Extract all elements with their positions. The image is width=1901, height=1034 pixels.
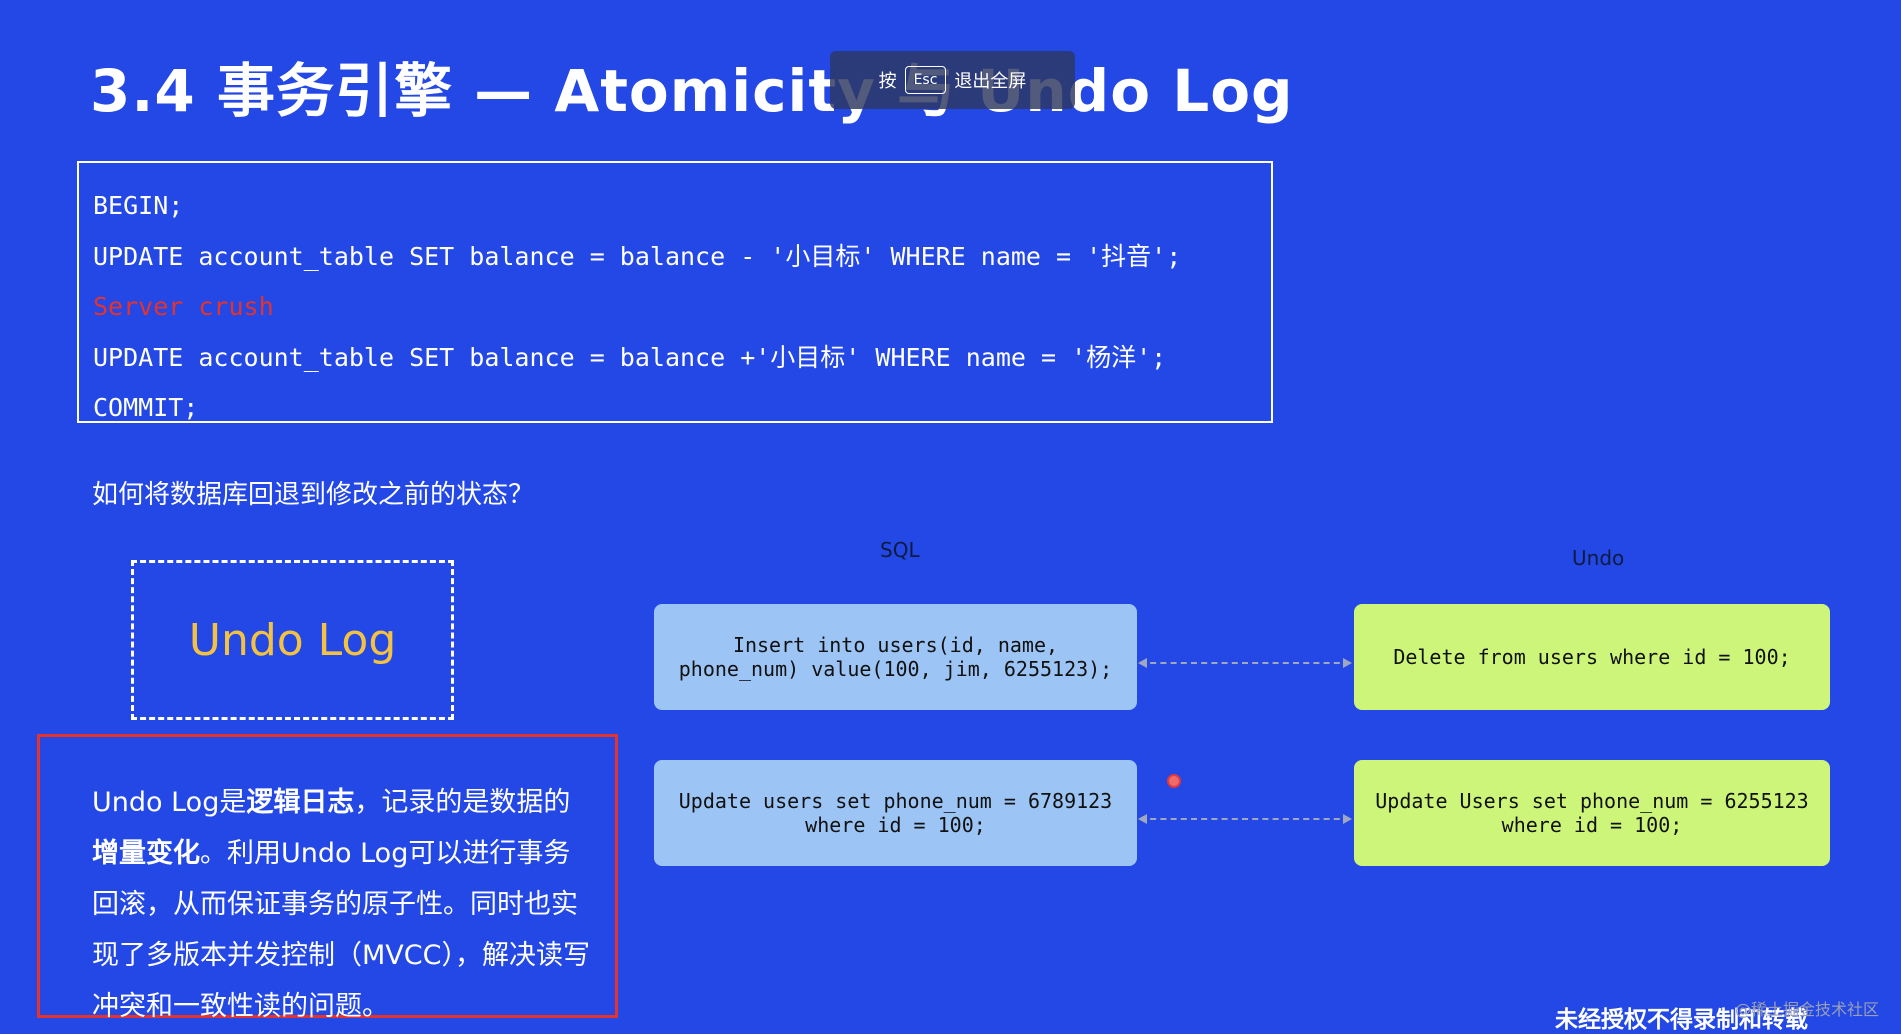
undo-log-description: Undo Log是逻辑日志，记录的是数据的增量变化。利用Undo Log可以进行… — [37, 734, 618, 1022]
sql-column-label: SQL — [880, 538, 920, 562]
code-line-update-debit: UPDATE account_table SET balance = balan… — [93, 241, 1182, 271]
rollback-question: 如何将数据库回退到修改之前的状态？ — [92, 480, 535, 510]
sql-code-block: BEGIN; UPDATE account_table SET balance … — [77, 161, 1273, 423]
sql-update-box: Update users set phone_num = 6789123 whe… — [654, 760, 1137, 866]
code-line-commit: COMMIT; — [93, 393, 199, 422]
esc-key-badge: Esc — [904, 66, 947, 94]
undo-update-box: Update Users set phone_num = 6255123 whe… — [1354, 760, 1830, 866]
exit-fullscreen-hint-after: 退出全屏 — [954, 71, 1027, 92]
description-text-2: ，记录的是数据的 — [354, 787, 571, 818]
code-line-begin: BEGIN; — [93, 191, 184, 220]
description-bold-1: 逻辑日志 — [246, 787, 355, 818]
slide-title-prefix: 3.4 事务引擎 — Atomicity 与 — [90, 57, 957, 125]
undo-log-heading-box: Undo Log — [131, 560, 454, 720]
description-bold-2: 增量变化 — [92, 838, 200, 869]
exit-fullscreen-hint-before: 按 — [878, 71, 897, 92]
bidirectional-arrow-2 — [1138, 814, 1352, 824]
sql-insert-box: Insert into users(id, name, phone_num) v… — [654, 604, 1137, 710]
laser-pointer-dot — [1167, 774, 1181, 788]
description-text-1: Undo Log是 — [92, 787, 247, 818]
slide-title: 3.4 事务引擎 — Atomicity 与 Undo Log — [90, 44, 1294, 128]
undo-log-heading: Undo Log — [188, 614, 397, 666]
code-line-update-credit: UPDATE account_table SET balance = balan… — [93, 342, 1167, 372]
exit-fullscreen-hint[interactable]: 按 Esc 退出全屏 — [830, 51, 1075, 109]
platform-watermark: @稀土掘金技术社区 — [1735, 1000, 1880, 1019]
bidirectional-arrow-1 — [1138, 658, 1352, 668]
description-text-3: 。利用Undo Log可以进行事务回滚，从而保证事务的原子性。同时也实现了多版本… — [92, 838, 590, 1022]
undo-column-label: Undo — [1572, 546, 1625, 570]
code-line-server-crush: Server crush — [93, 292, 274, 321]
undo-delete-box: Delete from users where id = 100; — [1354, 604, 1830, 710]
